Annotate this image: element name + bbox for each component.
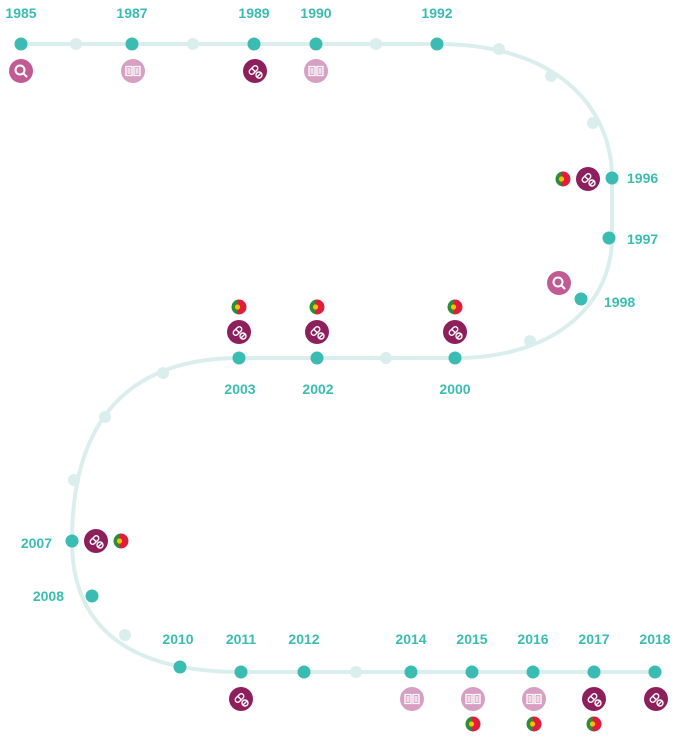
year-label-2016: 2016	[517, 631, 549, 647]
milestone-dot[interactable]	[404, 665, 418, 679]
search-icon[interactable]	[547, 271, 571, 295]
pill-icon[interactable]	[84, 529, 108, 553]
minor-dot	[587, 117, 599, 129]
year-label-1990: 1990	[300, 5, 332, 21]
milestone-dot[interactable]	[309, 37, 323, 51]
year-label-2007: 2007	[20, 535, 52, 551]
year-label-2008: 2008	[32, 588, 64, 604]
milestone-dot[interactable]	[65, 534, 79, 548]
minor-dot	[99, 411, 111, 423]
year-label-2010: 2010	[162, 631, 194, 647]
milestone-dot[interactable]	[648, 665, 662, 679]
portugal-flag-icon	[113, 533, 129, 549]
year-label-2002: 2002	[302, 381, 334, 397]
year-label-2000: 2000	[439, 381, 471, 397]
book-icon[interactable]	[522, 687, 546, 711]
minor-dot	[370, 38, 382, 50]
portugal-flag-icon	[555, 171, 571, 187]
portugal-flag-icon	[586, 716, 602, 732]
book-icon[interactable]	[121, 59, 145, 83]
portugal-flag-icon	[526, 716, 542, 732]
book-icon[interactable]	[304, 59, 328, 83]
milestone-dot[interactable]	[14, 37, 28, 51]
milestone-dot[interactable]	[85, 589, 99, 603]
milestone-dot[interactable]	[448, 351, 462, 365]
year-label-1997: 1997	[627, 231, 659, 247]
pill-icon[interactable]	[243, 59, 267, 83]
search-icon[interactable]	[9, 59, 33, 83]
milestone-dot[interactable]	[234, 665, 248, 679]
minor-dot	[380, 352, 392, 364]
year-label-2012: 2012	[288, 631, 320, 647]
year-label-2011: 2011	[225, 631, 257, 647]
year-label-1998: 1998	[604, 294, 636, 310]
portugal-flag-icon	[465, 716, 481, 732]
year-label-2015: 2015	[456, 631, 488, 647]
pill-icon[interactable]	[229, 687, 253, 711]
milestone-dot[interactable]	[587, 665, 601, 679]
milestone-dot[interactable]	[602, 231, 616, 245]
book-icon[interactable]	[400, 687, 424, 711]
year-label-1996: 1996	[627, 170, 659, 186]
minor-dot	[350, 666, 362, 678]
minor-dot	[70, 38, 82, 50]
milestone-dot[interactable]	[297, 665, 311, 679]
year-label-1989: 1989	[238, 5, 270, 21]
minor-dot	[545, 70, 557, 82]
year-label-2018: 2018	[639, 631, 671, 647]
milestone-dot[interactable]	[526, 665, 540, 679]
minor-dot	[68, 474, 80, 486]
milestone-dot[interactable]	[310, 351, 324, 365]
portugal-flag-icon	[309, 299, 325, 315]
portugal-flag-icon	[447, 299, 463, 315]
milestone-dot[interactable]	[430, 37, 444, 51]
minor-dot	[524, 335, 536, 347]
year-label-1985: 1985	[5, 5, 37, 21]
pill-icon[interactable]	[443, 320, 467, 344]
minor-dot	[493, 43, 505, 55]
pill-icon[interactable]	[305, 320, 329, 344]
milestone-dot[interactable]	[173, 660, 187, 674]
milestone-dot[interactable]	[247, 37, 261, 51]
book-icon[interactable]	[461, 687, 485, 711]
portugal-flag-icon	[231, 299, 247, 315]
milestone-dot[interactable]	[605, 171, 619, 185]
year-label-2014: 2014	[395, 631, 427, 647]
pill-icon[interactable]	[582, 687, 606, 711]
milestone-dot[interactable]	[232, 351, 246, 365]
milestone-dot[interactable]	[465, 665, 479, 679]
pill-icon[interactable]	[576, 167, 600, 191]
minor-dot	[157, 367, 169, 379]
milestone-dot[interactable]	[574, 292, 588, 306]
year-label-2017: 2017	[578, 631, 610, 647]
pill-icon[interactable]	[644, 687, 668, 711]
milestone-dot[interactable]	[125, 37, 139, 51]
minor-dot	[119, 629, 131, 641]
year-label-1987: 1987	[116, 5, 148, 21]
year-label-2003: 2003	[224, 381, 256, 397]
pill-icon[interactable]	[227, 320, 251, 344]
minor-dot	[187, 38, 199, 50]
year-label-1992: 1992	[421, 5, 453, 21]
